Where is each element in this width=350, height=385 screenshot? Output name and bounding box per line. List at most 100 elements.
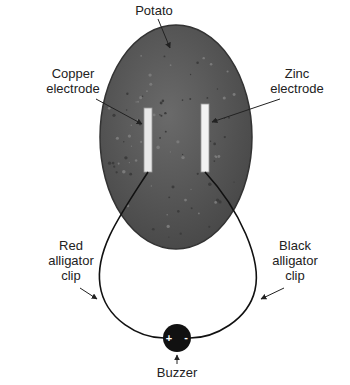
potato-speckle (203, 57, 205, 59)
potato-speckle (108, 162, 111, 165)
potato-speckle (168, 196, 170, 198)
leader-line (80, 288, 97, 299)
potato-speckle (112, 114, 115, 117)
potato-speckle (146, 90, 148, 92)
potato-speckle (126, 109, 127, 110)
potato-speckle (131, 146, 132, 147)
potato-speckle (108, 107, 111, 110)
potato-speckle (135, 159, 137, 161)
part-label: Buzzer (142, 365, 212, 380)
potato-speckle (210, 63, 213, 66)
part-label: Red alligator clip (40, 238, 102, 283)
part-label: Potato (118, 3, 190, 18)
potato-speckle (180, 232, 182, 234)
potato-speckle (198, 213, 200, 215)
leader-line (96, 99, 142, 124)
terminal-sign: + (163, 333, 175, 344)
potato-speckle (182, 154, 183, 155)
potato-speckle (214, 201, 217, 204)
potato-speckle (129, 173, 132, 176)
potato-speckle (116, 171, 118, 173)
potato-speckle (113, 166, 115, 168)
potato-speckle (122, 170, 126, 174)
potato-speckle (216, 198, 219, 201)
potato-speckle (156, 146, 160, 150)
potato-speckle (217, 88, 218, 89)
potato-speckle (140, 55, 142, 57)
potato-texture (108, 55, 236, 238)
potato-speckle (148, 73, 151, 76)
potato-speckle (112, 162, 115, 165)
potato-speckle (152, 228, 155, 231)
potato-speckle (208, 226, 210, 228)
potato-speckle (140, 141, 142, 143)
potato-speckle (176, 140, 179, 143)
potato-body (100, 25, 252, 249)
potato-speckle (149, 83, 152, 86)
potato-speckle (123, 141, 124, 142)
part-label: Copper electrode (38, 66, 108, 96)
potato-speckle (118, 163, 120, 165)
potato-speckle (137, 101, 139, 103)
zinc-electrode (201, 104, 209, 172)
potato-speckle (167, 225, 170, 228)
buzzer-symbol (163, 324, 191, 352)
potato-speckle (208, 183, 211, 186)
potato-speckle (139, 96, 142, 99)
potato-speckle (181, 156, 184, 159)
potato-speckle (233, 181, 234, 182)
potato-speckle (228, 117, 230, 119)
potato-speckle (233, 93, 236, 96)
potato-speckle (210, 141, 211, 142)
potato-speckle (223, 97, 226, 100)
potato-speckle (170, 151, 171, 152)
potato-speckle (128, 134, 131, 137)
potato-speckle (215, 156, 217, 158)
potato-speckle (160, 115, 162, 117)
potato-speckle (159, 114, 160, 115)
potato-speckle (214, 155, 216, 157)
potato-speckle (196, 62, 198, 64)
part-label: Black alligator clip (262, 238, 328, 283)
red-wire (99, 172, 164, 338)
potato-speckle (197, 173, 199, 175)
potato-speckle (206, 97, 208, 99)
terminal-sign: - (180, 332, 192, 343)
potato-speckle (190, 74, 191, 75)
potato-speckle (124, 156, 127, 159)
potato-speckle (227, 70, 229, 72)
copper-electrode (144, 108, 152, 172)
potato-speckle (153, 114, 156, 117)
potato-speckle (137, 119, 139, 121)
potato-speckle (164, 55, 166, 57)
potato-speckle (160, 102, 163, 105)
potato-speckle (162, 100, 165, 103)
potato-speckle (159, 137, 161, 139)
potato-speckle (213, 160, 215, 162)
potato-speckle (165, 131, 167, 133)
potato-speckle (184, 199, 187, 202)
potato-speckle (129, 162, 130, 163)
leader-line (158, 19, 170, 48)
potato-speckle (166, 214, 168, 216)
potato-speckle (142, 96, 143, 97)
part-label: Zinc electrode (262, 66, 332, 96)
potato-speckle (131, 124, 132, 125)
potato-speckle (217, 155, 220, 158)
potato-speckle (190, 189, 191, 190)
potato-speckle (164, 112, 166, 114)
potato-speckle (213, 143, 216, 146)
potato-speckle (182, 99, 184, 101)
leader-line (177, 355, 178, 364)
potato-speckle (191, 207, 193, 209)
black-wire (190, 172, 256, 338)
potato-speckle (151, 185, 152, 186)
potato-speckle (170, 64, 172, 66)
potato-speckle (189, 98, 191, 100)
potato-speckle (177, 210, 180, 213)
potato-speckle (172, 185, 175, 188)
leader-line (261, 288, 284, 299)
potato-speckle (168, 237, 169, 238)
